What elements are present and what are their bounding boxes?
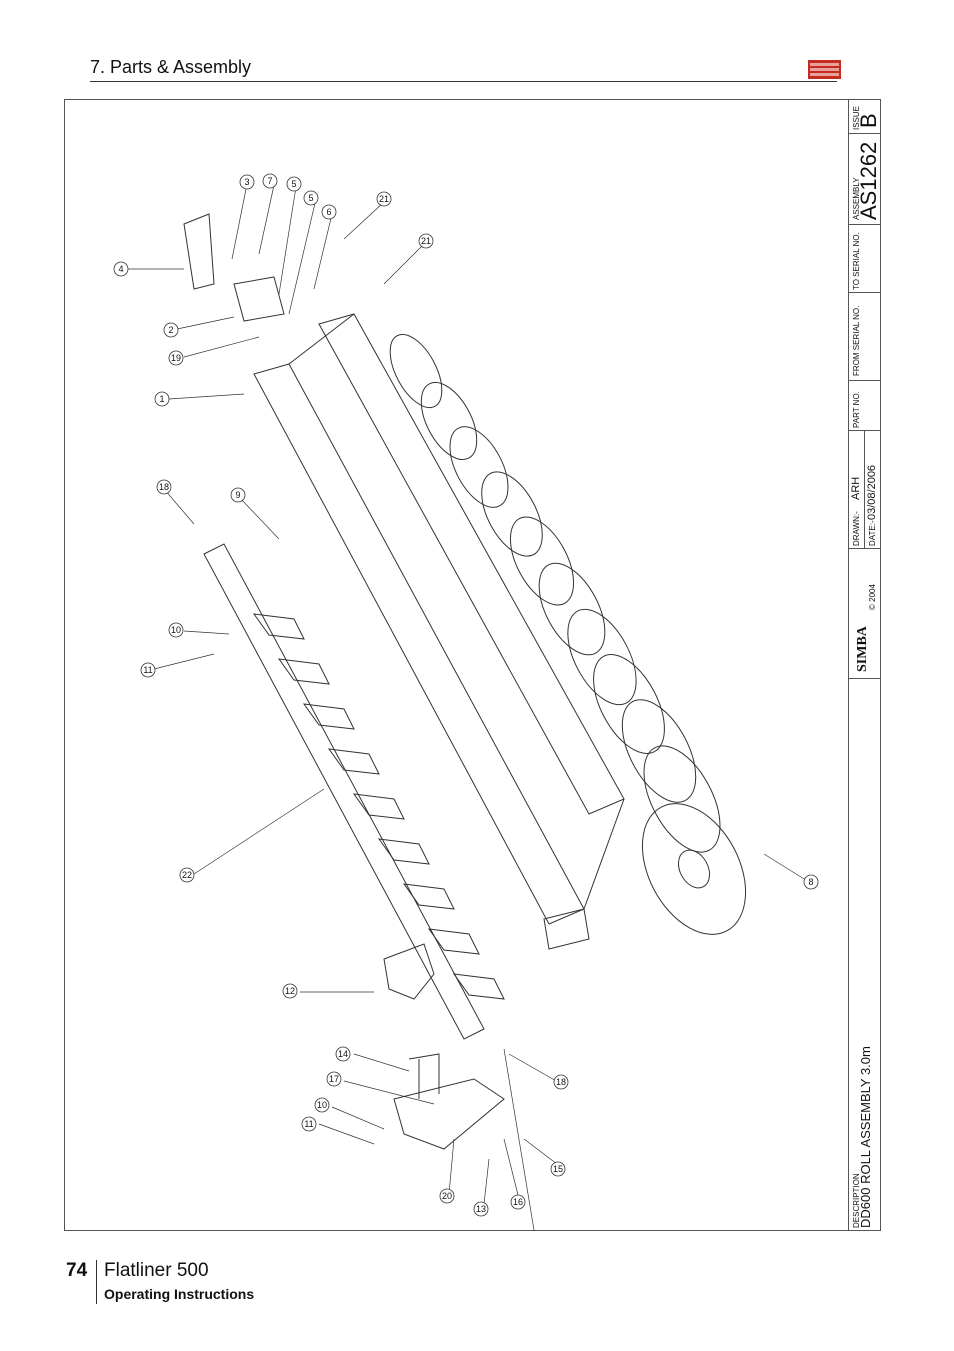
callout-9	[230, 487, 246, 503]
from-serial-label: FROM SERIAL NO.	[852, 305, 861, 376]
callout-label: 11	[304, 1119, 313, 1129]
callout-10a	[168, 622, 184, 638]
main-frame-beam	[253, 363, 585, 925]
manual-type: Operating Instructions	[104, 1286, 255, 1302]
callout-20	[439, 1188, 455, 1204]
callout-label: 5	[291, 179, 296, 189]
simba-logo-icon	[808, 60, 841, 79]
callout-2	[163, 322, 179, 338]
callout-label: 1	[159, 394, 164, 404]
linkage-arm	[183, 213, 215, 290]
callout-label: 5	[308, 193, 313, 203]
callout-label: 6	[326, 207, 331, 217]
callout-19	[168, 350, 184, 366]
copyright: © 2004	[868, 584, 877, 610]
callout-12	[282, 983, 298, 999]
callout-label: 21	[379, 194, 389, 204]
leader-lines	[126, 184, 810, 1231]
callout-label: 20	[442, 1191, 452, 1201]
callout-label: 19	[171, 353, 181, 363]
title-block	[848, 99, 881, 1231]
assembly-number: AS1262	[856, 141, 881, 220]
callout-17	[326, 1071, 342, 1087]
description-value: DD600 ROLL ASSEMBLY 3.0m	[858, 1046, 873, 1228]
callout-8	[803, 874, 819, 890]
callout-label: 2	[168, 325, 173, 335]
callout-10b	[314, 1097, 330, 1113]
callout-label: 3	[244, 177, 249, 187]
callout-labels: 4 2 19 1 3 7 5 5 6 21 21 18 9 10 11 22 8…	[118, 176, 813, 1214]
drawing-frame	[64, 99, 881, 1231]
callout-4	[113, 261, 129, 277]
brand-logo: SIMBA	[855, 626, 870, 672]
part-no-label: PART NO.	[852, 391, 861, 428]
callout-13	[473, 1201, 489, 1217]
callout-1	[154, 391, 170, 407]
callout-label: 18	[556, 1077, 566, 1087]
callout-label: 21	[421, 236, 431, 246]
callout-21b	[418, 233, 434, 249]
callout-label: 12	[285, 986, 295, 996]
callout-7	[262, 173, 278, 189]
page-number: 74	[66, 1260, 88, 1281]
tine-clamp-detail	[393, 1078, 505, 1150]
callout-label: 17	[329, 1074, 339, 1084]
callout-5a	[286, 176, 302, 192]
tine-bar	[203, 543, 485, 1040]
callout-18a	[156, 479, 172, 495]
callout-label: 15	[553, 1164, 563, 1174]
callout-label: 22	[182, 870, 192, 880]
header-rule	[90, 81, 837, 82]
callout-14	[335, 1046, 351, 1062]
callout-label: 10	[317, 1100, 327, 1110]
issue-value: B	[856, 113, 881, 128]
callout-label: 4	[118, 264, 123, 274]
disc-roller	[389, 333, 747, 935]
drawn-value: ARH	[850, 476, 862, 500]
footer-rule	[96, 1260, 97, 1304]
callout-22	[179, 867, 195, 883]
callout-label: 7	[267, 176, 272, 186]
u-bolt	[408, 1053, 440, 1099]
callout-11b	[301, 1116, 317, 1132]
callout-3	[239, 174, 255, 190]
callout-label: 9	[235, 490, 240, 500]
callout-6	[321, 204, 337, 220]
callout-label: 14	[338, 1049, 348, 1059]
to-serial-label: TO SERIAL NO.	[852, 232, 861, 290]
end-plate	[543, 908, 590, 950]
callout-21a	[376, 191, 392, 207]
callout-15	[550, 1161, 566, 1177]
date-value: 03/08/2006	[866, 464, 878, 520]
parts-drawing: 4 2 19 1 3 7 5 5 6 21 21 18 9 10 11 22 8…	[113, 173, 819, 1231]
callout-16	[510, 1194, 526, 1210]
callout-5b	[303, 190, 319, 206]
model-name: Flatliner 500	[104, 1260, 209, 1281]
callout-label: 10	[171, 625, 181, 635]
callout-11a	[140, 662, 156, 678]
headstock-bracket	[233, 276, 285, 322]
main-frame-beam-rear	[318, 313, 625, 815]
clamp-bracket	[383, 943, 435, 1000]
callout-label: 13	[476, 1204, 486, 1214]
callout-bubbles	[113, 173, 819, 1217]
callout-label: 18	[159, 482, 169, 492]
spring-tines	[252, 613, 505, 1000]
callout-18b	[553, 1074, 569, 1090]
date-label: DATE:-	[868, 520, 877, 546]
callout-label: 8	[808, 877, 813, 887]
drawn-label: DRAWN:-	[852, 511, 861, 546]
section-title: 7. Parts & Assembly	[90, 57, 252, 77]
callout-label: 11	[143, 665, 152, 675]
callout-label: 16	[513, 1197, 523, 1207]
